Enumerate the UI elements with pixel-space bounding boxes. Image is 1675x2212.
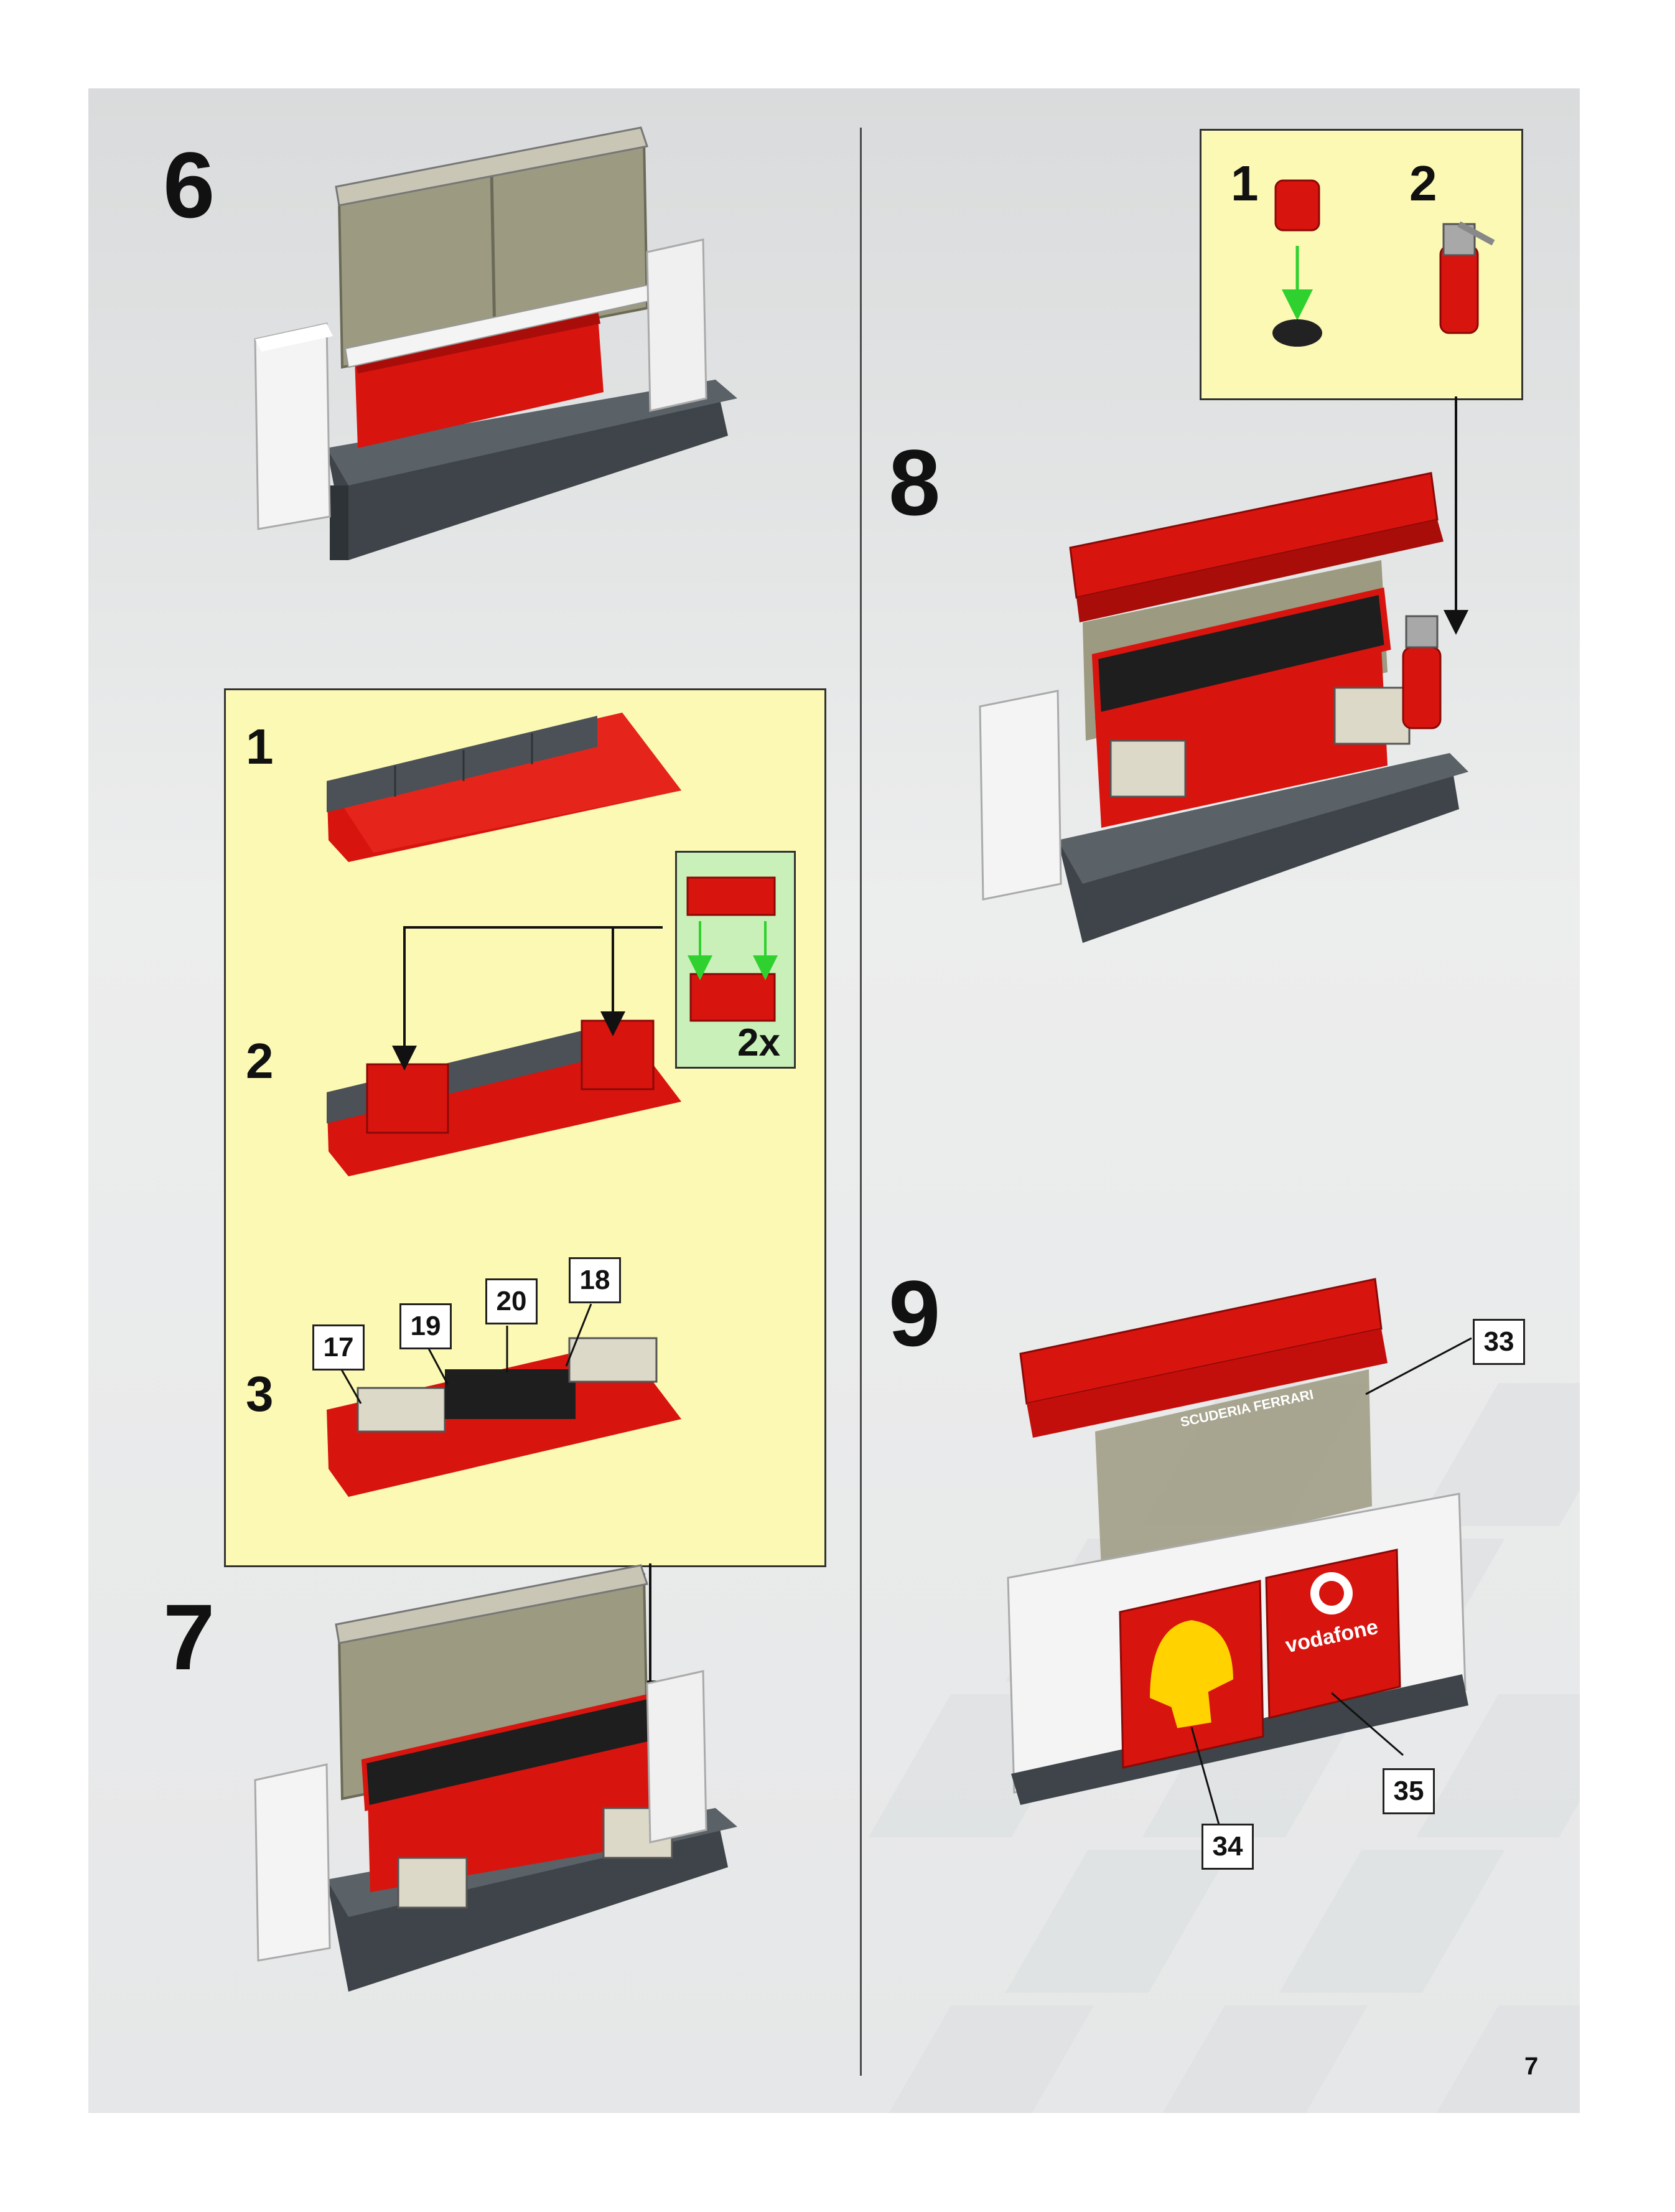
step9-model [1007,1278,1472,1827]
part-callout-34: 34 [1201,1824,1254,1870]
step-number-6: 6 [163,133,215,237]
page-number: 7 [1524,2053,1539,2080]
part-callout-18: 18 [569,1257,621,1303]
substep-right-number-2: 2 [1409,156,1437,211]
step-number-9: 9 [889,1261,941,1366]
step-number-8: 8 [889,430,941,535]
substep1-plate [327,713,681,862]
substep2-plate [327,926,681,1176]
repeat-count: 2x [737,1021,780,1064]
part-callout-35: 35 [1383,1768,1435,1814]
part-callout-33: 33 [1473,1319,1525,1365]
step8-model [979,472,1468,943]
substep-number-3: 3 [246,1366,274,1422]
repeat-box-parts [686,876,778,1022]
substep3-assembly [327,1303,681,1497]
step6-model [254,126,737,560]
substep-right-number-1: 1 [1231,156,1259,211]
substep-number-2: 2 [246,1033,274,1089]
column-divider [860,128,862,2076]
substep-right-parts [1272,179,1495,347]
part-callout-17: 17 [312,1324,365,1371]
step7-model [254,1564,737,1992]
substep-number-1: 1 [246,719,274,774]
step-number-7: 7 [163,1585,215,1689]
part-callout-20: 20 [485,1278,538,1324]
part-callout-19: 19 [399,1303,452,1349]
